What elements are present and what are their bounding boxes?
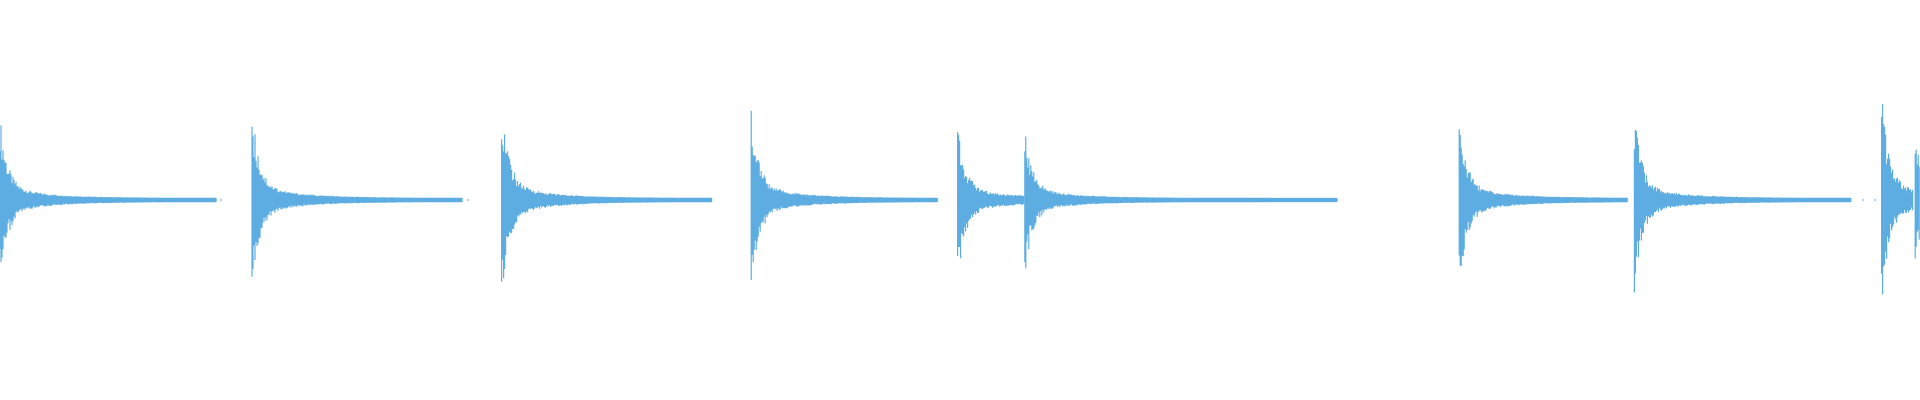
transient-6 bbox=[1024, 136, 1338, 269]
transient-8 bbox=[1633, 129, 1851, 293]
transient-9 bbox=[1881, 104, 1914, 295]
transient-3 bbox=[501, 134, 713, 282]
transient-4 bbox=[750, 110, 938, 280]
transient-2 bbox=[251, 126, 463, 277]
transient-1 bbox=[0, 125, 217, 263]
transient-5 bbox=[957, 132, 1025, 259]
transient-7 bbox=[1458, 129, 1628, 267]
waveform-layer bbox=[0, 104, 1920, 295]
transient-10 bbox=[1914, 149, 1920, 259]
